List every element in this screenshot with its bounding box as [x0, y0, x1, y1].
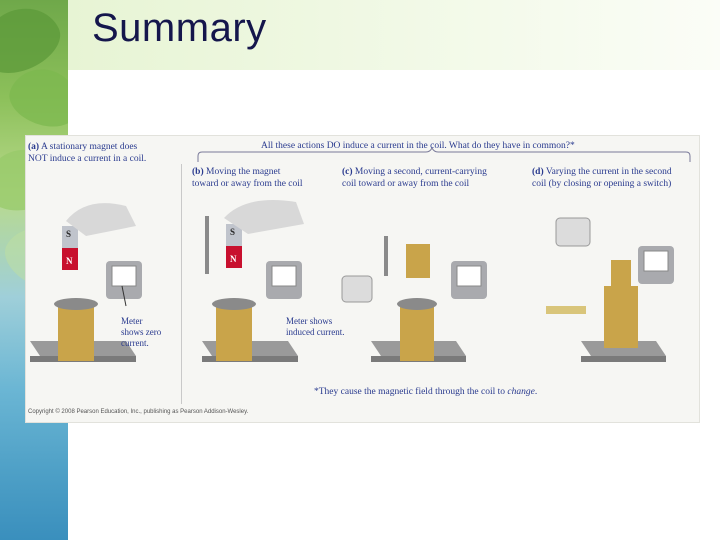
battery-c	[341, 275, 373, 303]
footnote-emph: change	[507, 387, 535, 397]
magnet-b	[205, 200, 304, 274]
panel-c-caption-line1: Moving a second, current-carrying	[354, 167, 487, 177]
magnet-b-n-label: N	[230, 254, 237, 264]
panel-divider	[181, 164, 182, 404]
panel-b-caption: (b) Moving the magnet toward or away fro…	[192, 166, 332, 190]
coil-c	[371, 236, 466, 362]
meter-note-a-line3: current.	[121, 338, 149, 348]
coil-b	[202, 298, 298, 362]
panel-b-caption-line2: toward or away from the coil	[192, 179, 303, 189]
panel-d-caption-line2: coil (by closing or opening a switch)	[532, 179, 672, 189]
meter-note-a-line2: shows zero	[121, 327, 162, 337]
coil-d	[581, 260, 666, 362]
meter-d	[638, 246, 674, 284]
figure-footnote: *They cause the magnetic field through t…	[314, 387, 537, 397]
copyright-text: Copyright © 2008 Pearson Education, Inc.…	[28, 409, 249, 415]
panel-a-caption-line1: A stationary magnet does	[40, 142, 138, 152]
meter-note-b-line2: induced current.	[286, 327, 345, 337]
magnet-a-n-label: N	[66, 256, 73, 266]
faraday-figure: (a) A stationary magnet does NOT induce …	[25, 135, 700, 423]
figure-illustration	[30, 146, 691, 362]
meter-note-a-line1: Meter	[121, 316, 143, 326]
panel-b-caption-line1: Moving the magnet	[206, 167, 281, 177]
meter-note-b-line1: Meter shows	[286, 316, 333, 326]
meter-a	[106, 261, 142, 299]
panel-b-label: (b)	[192, 167, 204, 177]
slide-title: Summary	[92, 6, 267, 50]
panel-c-caption: (c) Moving a second, current-carrying co…	[342, 166, 522, 190]
panel-c-label: (c)	[342, 167, 353, 177]
footnote-end: .	[534, 387, 538, 397]
meter-note-a: Meter shows zero current.	[121, 316, 161, 349]
panel-d-caption: (d) Varying the current in the second co…	[532, 166, 702, 190]
magnet-a-s-label: S	[66, 229, 72, 239]
panel-d-label: (d)	[532, 167, 544, 177]
meter-b	[266, 261, 302, 299]
switch-d	[546, 306, 586, 314]
panel-a-label: (a)	[28, 142, 40, 152]
panel-a-caption: (a) A stationary magnet does NOT induce …	[28, 141, 178, 165]
figure-header: All these actions DO induce a current in…	[261, 141, 575, 151]
battery-d	[555, 217, 591, 247]
meter-note-b: Meter shows induced current.	[286, 316, 344, 338]
panel-a-caption-line2: NOT induce a current in a coil.	[28, 154, 147, 164]
panel-c-caption-line2: coil toward or away from the coil	[342, 179, 470, 189]
magnet-b-s-label: S	[230, 227, 236, 237]
footnote-main: *They cause the magnetic field through t…	[314, 387, 508, 397]
title-band	[68, 0, 720, 70]
panel-d-caption-line1: Varying the current in the second	[545, 167, 672, 177]
magnet-a	[62, 203, 136, 270]
coil-a	[30, 298, 136, 362]
meter-c	[451, 261, 487, 299]
